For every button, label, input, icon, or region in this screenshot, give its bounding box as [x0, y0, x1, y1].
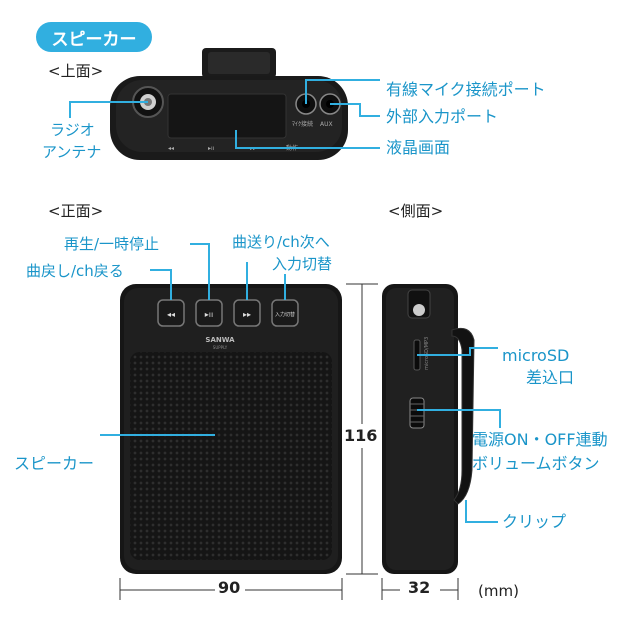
front-view-device	[120, 284, 342, 574]
brand-sub: SUPPLY	[213, 345, 228, 350]
side-view-device: microSD/MP3	[382, 284, 475, 574]
label-speaker: スピーカー	[14, 454, 95, 473]
svg-text:▸ıı: ▸ıı	[205, 310, 213, 319]
front-button-rew[interactable]: ◂◂	[157, 299, 185, 327]
label-prev: 曲戻し/ch戻る	[26, 262, 124, 280]
label-ext-input: 外部入力ポート	[386, 107, 499, 126]
dimension-height: 116	[344, 426, 378, 445]
label-microsd-1: microSD	[502, 346, 570, 365]
dimension-unit: (mm)	[478, 582, 519, 600]
svg-text:microSD/MP3: microSD/MP3	[424, 337, 430, 370]
label-microsd-2: 差込口	[526, 368, 575, 387]
label-next-1: 曲送り/ch次へ	[232, 233, 330, 251]
top-mark-play: ▸ıı	[208, 145, 215, 152]
svg-text:◂◂: ◂◂	[167, 310, 175, 319]
view-label-front: <正面>	[48, 202, 104, 220]
label-power-1: 電源ON・OFF連動	[472, 430, 608, 449]
top-callout-lines	[69, 79, 380, 149]
top-view-clip	[202, 48, 276, 78]
front-button-play[interactable]: ▸ıı	[195, 299, 223, 327]
label-next-2: 入力切替	[272, 255, 333, 273]
dimension-width: 90	[218, 578, 241, 597]
label-radio-antenna-1: ラジオ	[50, 121, 95, 139]
side-callout-lines	[417, 347, 501, 523]
label-clip: クリップ	[502, 512, 567, 531]
label-mic-port: 有線マイク接続ポート	[386, 80, 546, 99]
top-mark-rew: ◂◂	[168, 145, 174, 152]
svg-text:入力切替: 入力切替	[275, 311, 295, 318]
front-dimension-lines	[119, 283, 378, 600]
svg-text:▸▸: ▸▸	[243, 310, 251, 319]
dimension-depth: 32	[408, 578, 431, 597]
front-button-ff[interactable]: ▸▸	[233, 299, 261, 327]
brand-name: SANWA	[205, 336, 235, 344]
side-dimension-lines	[381, 578, 459, 600]
section-title: スピーカー	[51, 29, 137, 50]
top-mark-port2: AUX	[320, 121, 333, 128]
front-button-input[interactable]: 入力切替	[271, 299, 299, 327]
top-view-device	[110, 76, 348, 160]
top-mark-port1: ﾏｲｸ接続	[292, 120, 313, 128]
section-title-pill: スピーカー	[36, 22, 152, 52]
front-callout-lines	[100, 243, 286, 436]
label-lcd: 液晶画面	[386, 138, 451, 157]
label-play-pause: 再生/一時停止	[64, 235, 160, 253]
view-label-side: <側面>	[388, 202, 444, 220]
view-label-top: <上面>	[48, 62, 104, 80]
label-radio-antenna-2: アンテナ	[42, 143, 102, 161]
label-power-2: ボリュームボタン	[472, 454, 600, 473]
